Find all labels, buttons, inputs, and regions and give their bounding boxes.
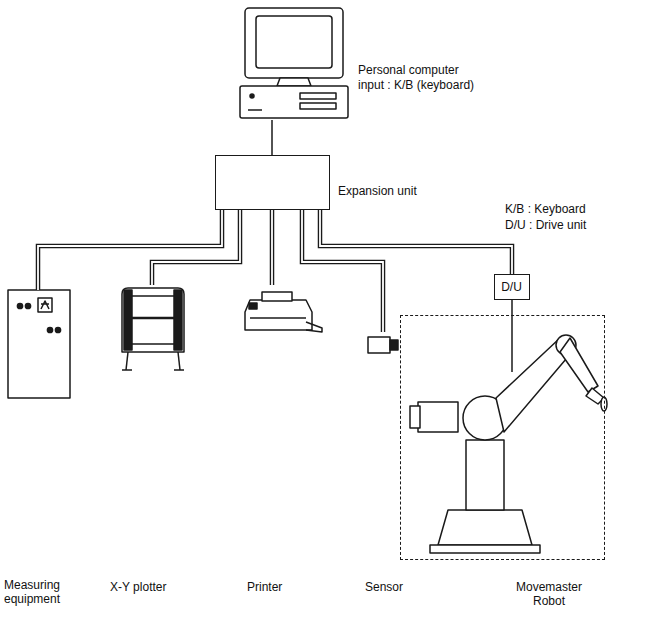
printer-node: Printer [243,285,313,335]
cable-gap [320,210,512,274]
node-label: Sensor [365,580,403,594]
node-label: Printer [247,580,282,594]
cable [320,210,512,274]
cable [272,120,273,155]
cable-gap [38,210,222,290]
xy-plotter-illustration [122,288,184,370]
cable [38,210,222,290]
cable-line [302,210,383,332]
sensor-node: Sensor [365,332,401,357]
cable-line [320,210,512,274]
cable-gap [152,210,240,285]
cable-line [270,210,275,285]
cable [152,210,240,285]
node-label: Measuring equipment [4,578,84,606]
node-label: X-Y plotter [110,580,166,594]
cable-line [38,210,222,290]
cable-line [271,120,273,155]
computer-node: Personal computerinput : K/B (keyboard) [238,5,353,120]
computer-illustration [240,8,348,118]
cable [302,210,383,332]
node-label: D/U [501,280,522,294]
abbreviation-note: K/B : Keyboard [505,202,586,217]
cable [272,210,273,285]
node-label: Movemaster Robot [509,580,589,608]
drive-unit-box: D/U [494,274,530,300]
xy-plotter-node: X-Y plotter [118,285,188,370]
robot-illustration [410,315,607,553]
node-label: Expansion unit [338,184,417,198]
robot-dashed-box: Movemaster Robot [400,315,605,560]
cable-line [511,300,513,315]
cable [512,300,513,315]
measuring-equipment-illustration [8,290,70,398]
node-label: Personal computer [358,63,459,77]
abbreviation-note: D/U : Drive unit [505,218,586,233]
cable-gap [302,210,383,332]
cable-gap [271,210,273,285]
node-label: input : K/B (keyboard) [358,78,474,92]
measuring-equipment-node: Measuring equipment [8,290,70,398]
printer-illustration [245,292,322,332]
cable-line [152,210,240,285]
expansion-unit-box: Expansion unit [215,155,330,210]
sensor-illustration [368,337,398,353]
